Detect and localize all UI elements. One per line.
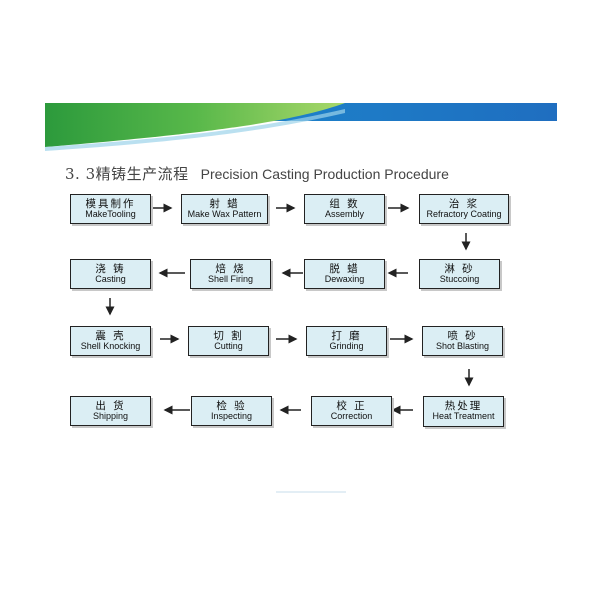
footer-divider (276, 491, 346, 493)
step-make-tooling: 模具制作 MakeTooling (70, 194, 151, 224)
step-label-cn: 检 验 (216, 399, 247, 412)
step-label-en: Shot Blasting (435, 340, 490, 351)
step-shell-knocking: 震 壳 Shell Knocking (70, 326, 151, 356)
step-label-cn: 淋 砂 (444, 262, 475, 275)
step-label-en: Make Wax Pattern (187, 208, 262, 219)
step-label-en: Inspecting (210, 410, 253, 421)
step-grinding: 打 磨 Grinding (306, 326, 387, 356)
step-label-en: MakeTooling (85, 208, 136, 219)
step-label-cn: 校 正 (336, 399, 367, 412)
step-label-cn: 震 壳 (95, 329, 126, 342)
title-english: Precision Casting Production Procedure (200, 166, 449, 182)
step-shipping: 出 货 Shipping (70, 396, 151, 426)
title-chinese: 3. 3精铸生产流程 (65, 165, 189, 183)
slide: 3. 3精铸生产流程 Precision Casting Production P… (45, 103, 557, 495)
step-label-en: Shell Knocking (80, 340, 141, 351)
step-label-en: Grinding (329, 340, 364, 351)
step-label-en: Assembly (324, 208, 364, 219)
header-banner (45, 103, 557, 151)
step-label-cn: 切 割 (213, 329, 244, 342)
step-label-en: Casting (95, 273, 126, 284)
step-label-en: Shipping (92, 410, 129, 421)
step-heat-treatment: 热处理 Heat Treatment (423, 396, 504, 427)
step-cutting: 切 割 Cutting (188, 326, 269, 356)
step-make-wax-pattern: 射 蜡 Make Wax Pattern (181, 194, 268, 224)
step-label-en: Cutting (214, 340, 243, 351)
step-label-cn: 组 数 (329, 197, 360, 210)
step-shell-firing: 焙 烧 Shell Firing (190, 259, 271, 289)
step-refractory-coating: 治 浆 Refractory Coating (419, 194, 509, 224)
step-label-en: Dewaxing (324, 273, 365, 284)
step-label-en: Stuccoing (439, 273, 480, 284)
step-label-en: Refractory Coating (426, 208, 502, 219)
step-inspecting: 检 验 Inspecting (191, 396, 272, 426)
step-dewaxing: 脱 蜡 Dewaxing (304, 259, 385, 289)
step-label-en: Heat Treatment (432, 411, 495, 422)
step-label-cn: 喷 砂 (447, 329, 478, 342)
step-shot-blasting: 喷 砂 Shot Blasting (422, 326, 503, 356)
page-title: 3. 3精铸生产流程 Precision Casting Production P… (65, 163, 449, 184)
step-correction: 校 正 Correction (311, 396, 392, 426)
step-label-en: Shell Firing (207, 273, 254, 284)
step-stuccoing: 淋 砂 Stuccoing (419, 259, 500, 289)
step-label-cn: 出 货 (95, 399, 126, 412)
flow-arrows (105, 203, 474, 415)
step-label-cn: 打 磨 (331, 329, 362, 342)
step-label-cn: 治 浆 (448, 197, 480, 210)
step-casting: 浇 铸 Casting (70, 259, 151, 289)
step-label-cn: 浇 铸 (95, 262, 126, 275)
step-label-cn: 射 蜡 (209, 197, 240, 210)
step-label-cn: 脱 蜡 (329, 262, 360, 275)
step-label-cn: 模具制作 (85, 197, 136, 210)
step-label-cn: 热处理 (444, 400, 483, 413)
step-label-cn: 焙 烧 (215, 262, 246, 275)
step-label-en: Correction (330, 410, 373, 421)
step-assembly: 组 数 Assembly (304, 194, 385, 224)
